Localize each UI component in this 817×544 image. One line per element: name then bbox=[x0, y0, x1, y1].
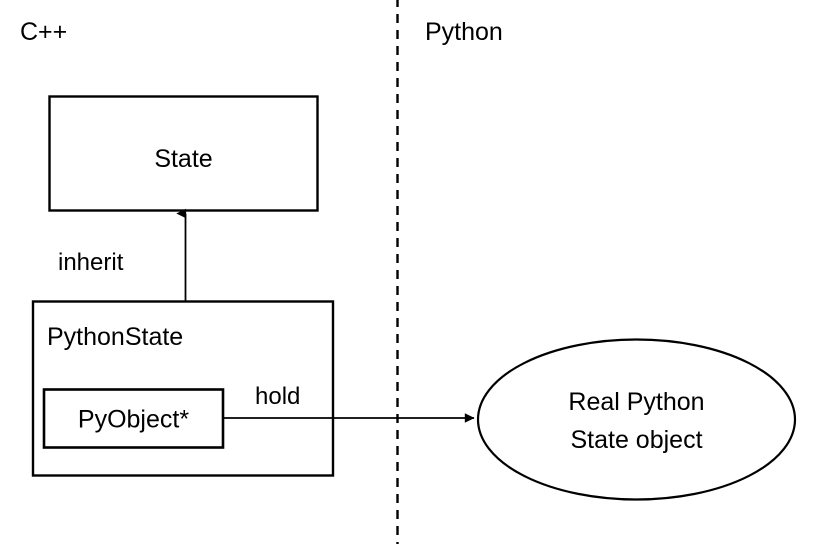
node-state[interactable]: State bbox=[48, 95, 319, 212]
node-real-python-state[interactable]: Real Python State object bbox=[476, 338, 797, 501]
node-pyobject-label: PyObject* bbox=[78, 406, 189, 434]
edge-hold-label: hold bbox=[255, 383, 300, 410]
edge-hold[interactable]: hold bbox=[223, 383, 475, 423]
edge-inherit-label: inherit bbox=[58, 249, 124, 276]
region-label-cpp: C++ bbox=[20, 18, 67, 46]
node-pyobject[interactable]: PyObject* bbox=[42, 388, 225, 449]
node-state-label: State bbox=[154, 145, 212, 173]
node-real-python-state-label-line1: Real Python bbox=[568, 388, 704, 416]
region-label-python: Python bbox=[425, 18, 503, 46]
node-python-state-label: PythonState bbox=[47, 323, 183, 351]
node-pyobject-rect bbox=[42, 388, 225, 449]
node-state-rect bbox=[48, 95, 319, 212]
node-real-python-state-ellipse bbox=[476, 338, 797, 501]
edge-inherit[interactable]: inherit bbox=[58, 208, 187, 302]
node-real-python-state-label-line2: State object bbox=[570, 426, 702, 454]
